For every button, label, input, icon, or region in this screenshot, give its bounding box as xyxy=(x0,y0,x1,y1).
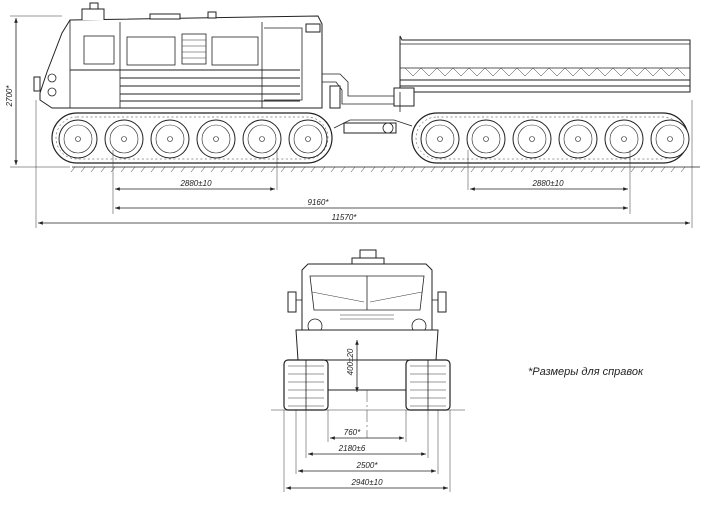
dim-unit-spacing: 9160* xyxy=(115,198,628,210)
road-wheel xyxy=(58,119,98,159)
tractor-cab xyxy=(33,2,323,109)
road-wheel xyxy=(512,119,552,159)
road-wheel xyxy=(420,119,460,159)
dim-ground-clearance: 400±20 xyxy=(346,340,359,392)
road-wheel xyxy=(650,119,690,159)
side-view: 2700* 2880±10 2880±10 9160* 11570* xyxy=(5,2,700,228)
front-wheelbase-label: 2880±10 xyxy=(179,179,212,188)
road-wheel xyxy=(288,119,328,159)
dim-vehicle-width: 2500* xyxy=(295,410,439,474)
front-cab xyxy=(287,249,447,391)
road-wheel xyxy=(196,119,236,159)
road-wheel xyxy=(104,119,144,159)
road-wheel xyxy=(150,119,190,159)
road-wheel xyxy=(558,119,598,159)
ground-line xyxy=(70,166,700,173)
rear-wheelbase-label: 2880±10 xyxy=(531,179,564,188)
unit-spacing-label: 9160* xyxy=(308,198,330,207)
left-track-front xyxy=(283,359,329,411)
ground-clearance-label: 400±20 xyxy=(346,348,355,375)
dim-track-inner: 760* xyxy=(327,410,407,442)
height-label: 2700* xyxy=(5,85,14,108)
dim-track-gauge: 2180±6 xyxy=(305,410,429,458)
dim-overall-length: 11570* xyxy=(35,100,693,228)
dim-rear-wheelbase: 2880±10 xyxy=(467,150,631,214)
articulation-hitch xyxy=(322,73,413,134)
front-view: 400±20 760* 2180±6 2500* 2940±10 xyxy=(271,249,465,492)
track-gauge-label: 2180±6 xyxy=(338,444,366,453)
dim-overall-width: 2940±10 xyxy=(283,410,451,492)
road-wheel xyxy=(242,119,282,159)
overall-width-label: 2940±10 xyxy=(350,478,383,487)
trailer-body xyxy=(393,35,691,112)
road-wheel xyxy=(604,119,644,159)
overall-length-label: 11570* xyxy=(332,213,358,222)
dim-overall-height: 2700* xyxy=(5,15,70,168)
reference-dimensions-note: *Размеры для справок xyxy=(528,366,644,378)
right-track-front xyxy=(405,359,451,411)
dim-front-wheelbase: 2880±10 xyxy=(112,150,278,214)
trailer-road-wheels xyxy=(420,119,690,159)
tractor-road-wheels xyxy=(58,119,328,159)
vehicle-width-label: 2500* xyxy=(356,461,379,470)
track-inner-label: 760* xyxy=(344,428,361,437)
road-wheel xyxy=(466,119,506,159)
